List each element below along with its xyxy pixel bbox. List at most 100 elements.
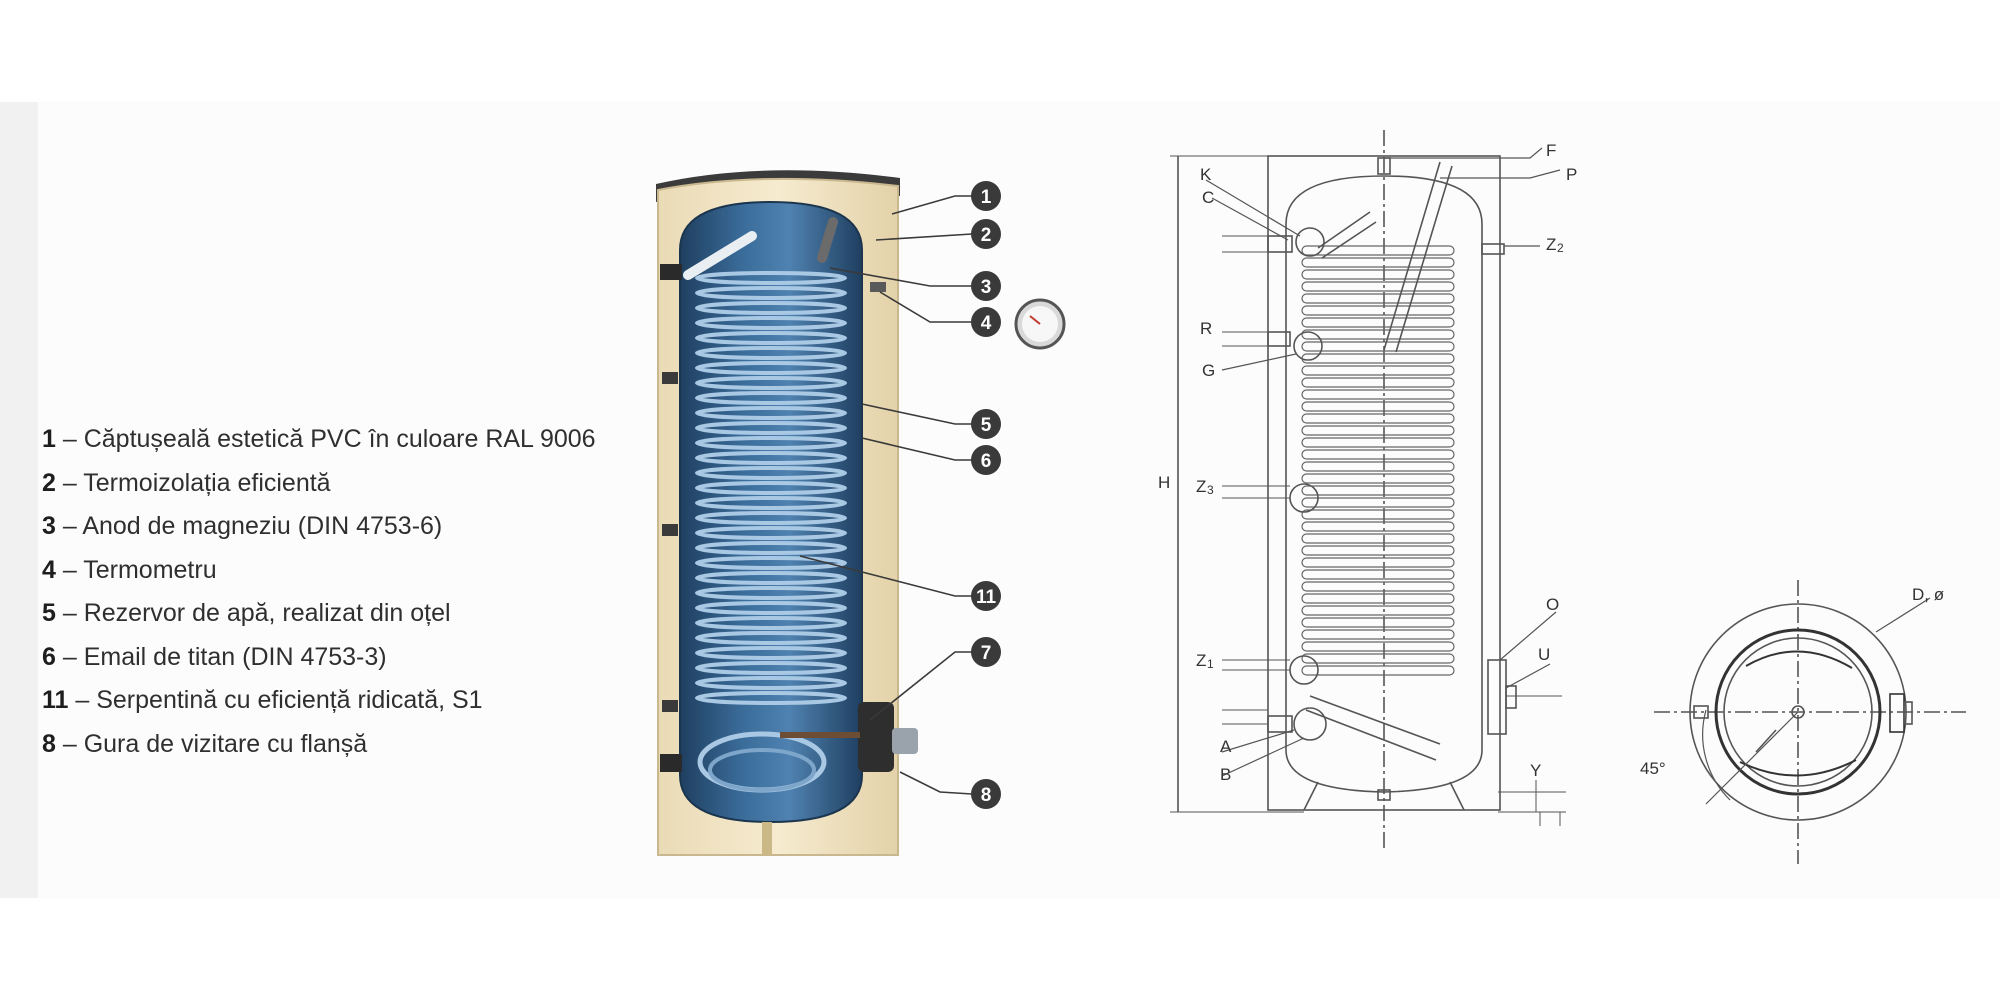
coil-loop [1301,641,1455,652]
outer-casing-circle [1689,603,1907,821]
flange [858,702,894,772]
coil-loop [695,691,847,705]
bottom-port [1377,789,1391,801]
coil-loop [1301,629,1455,640]
coil-loop [1301,401,1455,412]
bottom-coil-inner [708,748,816,792]
coil-loop [695,436,847,450]
connection-port [662,700,678,712]
coil-loop [1301,389,1455,400]
flange-o-cap [1505,685,1517,709]
svg-text:A: A [1220,737,1232,756]
coil-loop [695,616,847,630]
coil-loop [695,316,847,330]
content-band-edge [0,102,38,898]
callout-marker-7: 7 [971,637,1001,667]
callout-marker-3: 3 [971,271,1001,301]
coil-loop [1301,569,1455,580]
svg-text:5: 5 [981,415,992,436]
coil-loop [1301,545,1455,556]
svg-text:Z: Z [1196,651,1206,670]
coil-loop [1301,653,1455,664]
svg-text:F: F [1546,141,1556,160]
coil-loop [695,391,847,405]
coil-loop [695,406,847,420]
side-flange-cap [1903,701,1913,725]
svg-text:Y: Y [1530,761,1541,780]
connection-port [660,264,682,280]
svg-text:Z: Z [1546,235,1556,254]
legend-item: 1 – Căptușeală estetică PVC în culoare R… [42,425,596,453]
flange-cap [892,728,918,754]
magnesium-anode [817,217,838,263]
coil-loop [1301,605,1455,616]
svg-text:K: K [1200,165,1212,184]
coil-loop [695,451,847,465]
legend-item: 2 – Termoizolația eficientă [42,468,331,497]
coil-loop [1301,353,1455,364]
technical-drawing [1170,130,1566,848]
port-z1 [1289,655,1319,685]
coil-loop [1301,521,1455,532]
coil-loop [1301,317,1455,328]
coil-loop [1301,293,1455,304]
coil-loop [1301,485,1455,496]
k-pipe [1317,211,1377,259]
coil-loop [1301,269,1455,280]
callout-marker-11: 11 [971,581,1001,611]
legend-list: 1 – Căptușeală estetică PVC în culoare R… [42,418,662,766]
coil-loop [695,646,847,660]
tank-leg [1303,781,1319,811]
top-pipe [683,231,757,280]
coil-loop [1301,581,1455,592]
svg-text:2: 2 [1557,241,1564,255]
port-g [1293,331,1323,361]
legend-item: 6 – Email de titan (DIN 4753-3) [42,642,387,671]
coil-loop [695,481,847,495]
coil-loop [1301,377,1455,388]
port-a-ring [1293,707,1327,741]
callout-leaders [799,195,973,795]
coil-loop [1301,281,1455,292]
diameter-label: D, ø [1912,585,1944,604]
side-flange [1889,693,1905,733]
connection-port [660,754,682,772]
coil-loop [1301,425,1455,436]
thermometer-icon [1014,298,1066,350]
thermometer-port [870,282,886,292]
coil-loop [1301,473,1455,484]
tank-circle [1714,628,1882,796]
coil-loop [1301,437,1455,448]
svg-text:1: 1 [1207,657,1214,671]
tank-inner-circle [1723,637,1873,787]
legend-item: 3 – Anod de magneziu (DIN 4753-6) [42,512,443,540]
coil-loop [695,601,847,615]
coil-loop [695,376,847,390]
heating-rod [780,732,860,738]
coil-loop [1301,617,1455,628]
coil-loop [695,526,847,540]
coil-loop [1301,509,1455,520]
connection-port [662,524,678,536]
svg-text:2: 2 [981,225,992,246]
svg-text:4: 4 [981,313,992,334]
legend-item: 4 – Termometru [42,555,217,584]
port-r [1267,331,1291,347]
svg-text:B: B [1220,765,1231,784]
coil-loop [1301,665,1455,676]
coil-loop [695,676,847,690]
heat-exchanger-coil [695,271,847,705]
port-c [1267,235,1293,253]
connection-port [662,372,678,384]
coil-loop [695,556,847,570]
svg-text:3: 3 [1207,483,1214,497]
angle-label: 45° [1640,759,1666,778]
top-view [1654,580,1966,864]
port-a [1267,715,1293,733]
tank-outline [1285,175,1483,793]
svg-text:H: H [1158,473,1170,492]
svg-text:3: 3 [981,277,992,298]
svg-text:8: 8 [981,785,992,806]
tank-leg [1449,781,1465,811]
